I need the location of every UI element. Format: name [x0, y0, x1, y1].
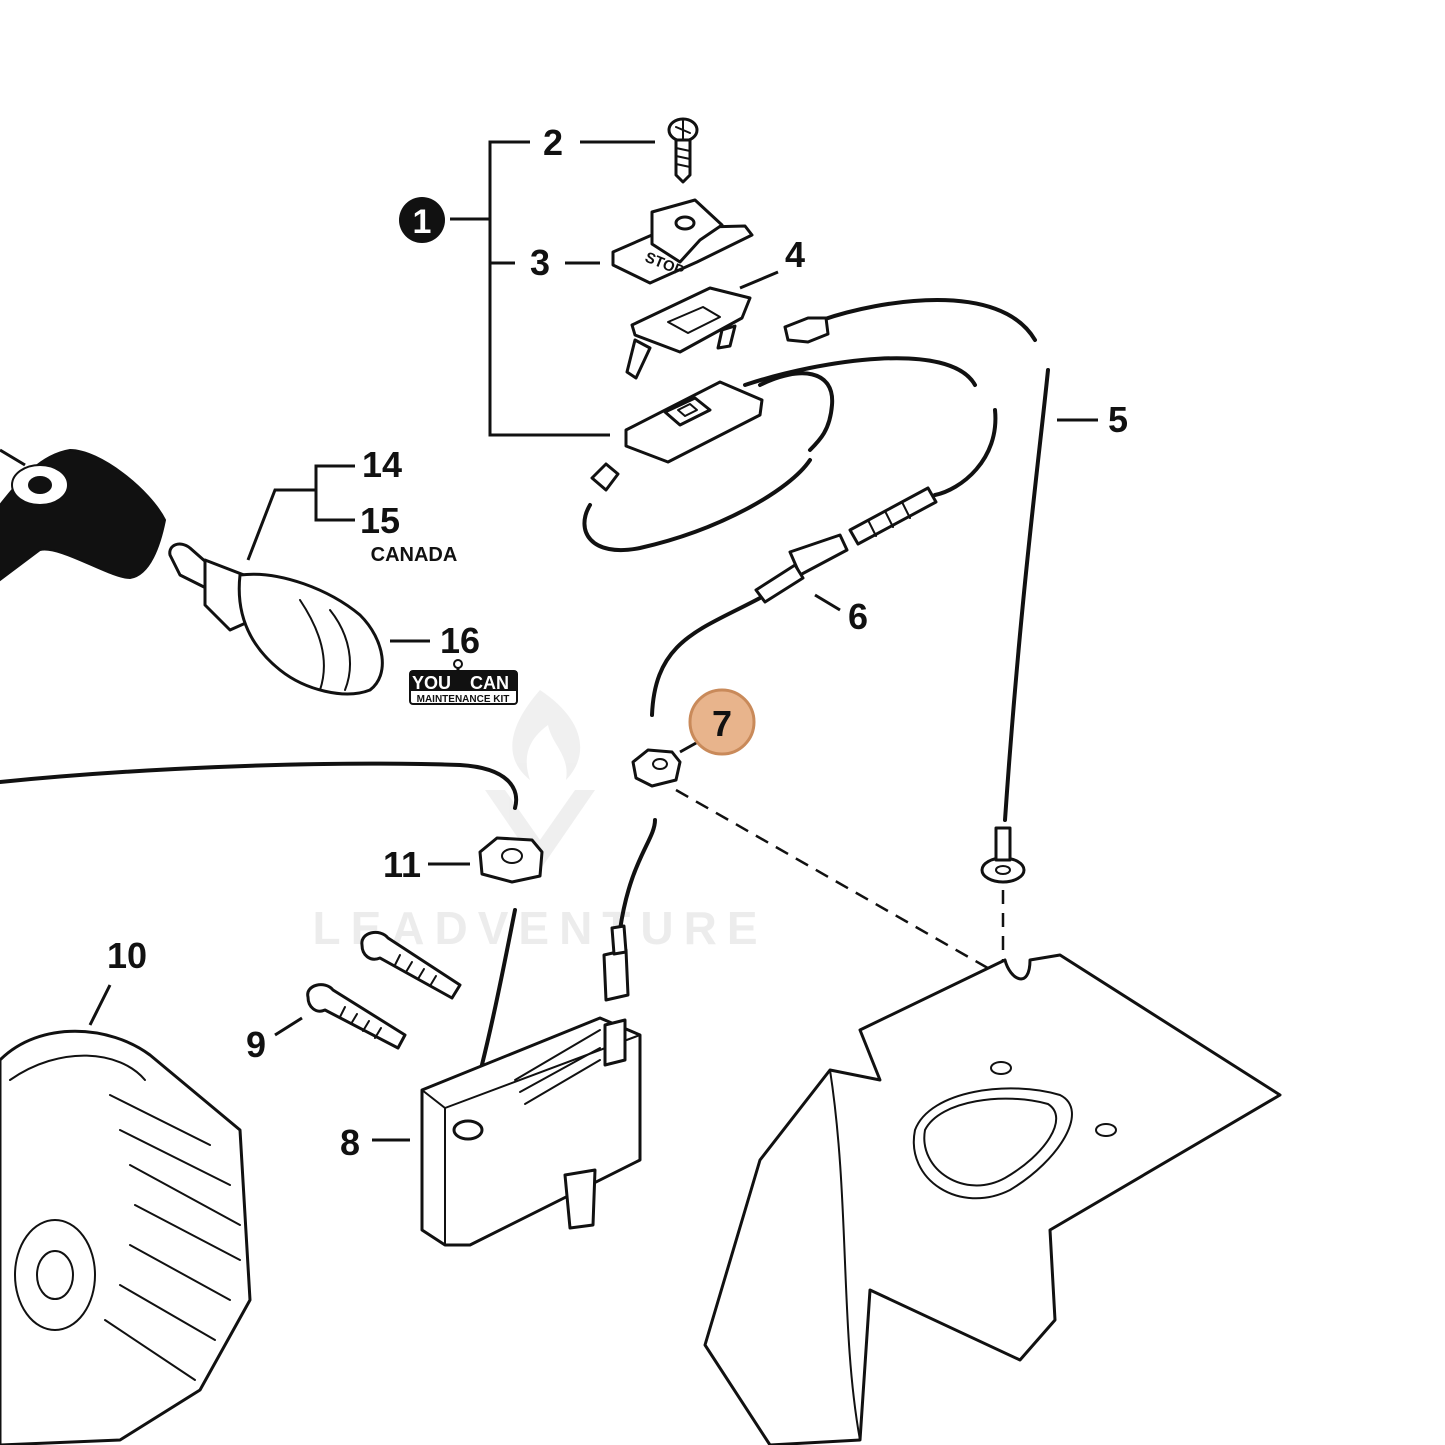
callout-3[interactable]: 3: [530, 242, 550, 283]
canada-note: CANADA: [371, 544, 458, 566]
callout-1-label: 1: [413, 203, 432, 241]
leader-6: [814, 593, 841, 612]
badge-can: CAN: [470, 673, 509, 693]
group-bracket-1: [450, 140, 655, 437]
wiring: [0, 298, 1050, 1112]
screws-part-9: [274, 930, 462, 1050]
heat-shield: [703, 953, 1282, 1445]
callout-5[interactable]: 5: [1108, 399, 1128, 440]
callout-7-label: 7: [712, 703, 732, 744]
callout-11[interactable]: 11: [383, 844, 421, 885]
callout-14[interactable]: 14: [362, 444, 402, 485]
callout-16[interactable]: 16: [440, 620, 480, 661]
bracket-14-15: [246, 464, 355, 561]
flywheel-part-10: [0, 984, 252, 1445]
callout-1[interactable]: 1: [399, 197, 445, 243]
spark-plug-part-16: [168, 542, 430, 696]
switch-cover-part-4: [625, 270, 779, 380]
callout-labels: 2 3 4 5 6 8 9 10 11 14 15 CANADA 16: [107, 122, 1128, 1163]
grommet-part-11: [428, 836, 544, 884]
badge-you: YOU: [412, 673, 451, 693]
ignition-module-part-8: [372, 1016, 642, 1247]
you-can-maintenance-badge: YOU CAN MAINTENANCE KIT: [409, 659, 518, 705]
callout-15[interactable]: 15: [360, 500, 400, 541]
wire-terminals: [590, 316, 1026, 1002]
switch-body: [624, 380, 764, 464]
callout-6[interactable]: 6: [848, 596, 868, 637]
callout-4[interactable]: 4: [785, 234, 805, 275]
callout-7-highlight[interactable]: 7: [688, 688, 756, 756]
callout-10[interactable]: 10: [107, 935, 147, 976]
spark-plug-boot: [0, 448, 167, 582]
callout-9[interactable]: 9: [246, 1024, 266, 1065]
badge-maintenance-kit: MAINTENANCE KIT: [417, 694, 510, 705]
callout-2[interactable]: 2: [543, 122, 563, 163]
screw-part-2: [667, 117, 699, 184]
grommet-part-7: [631, 736, 706, 788]
callout-8[interactable]: 8: [340, 1122, 360, 1163]
stop-plate-part-3: STOP: [611, 198, 754, 285]
